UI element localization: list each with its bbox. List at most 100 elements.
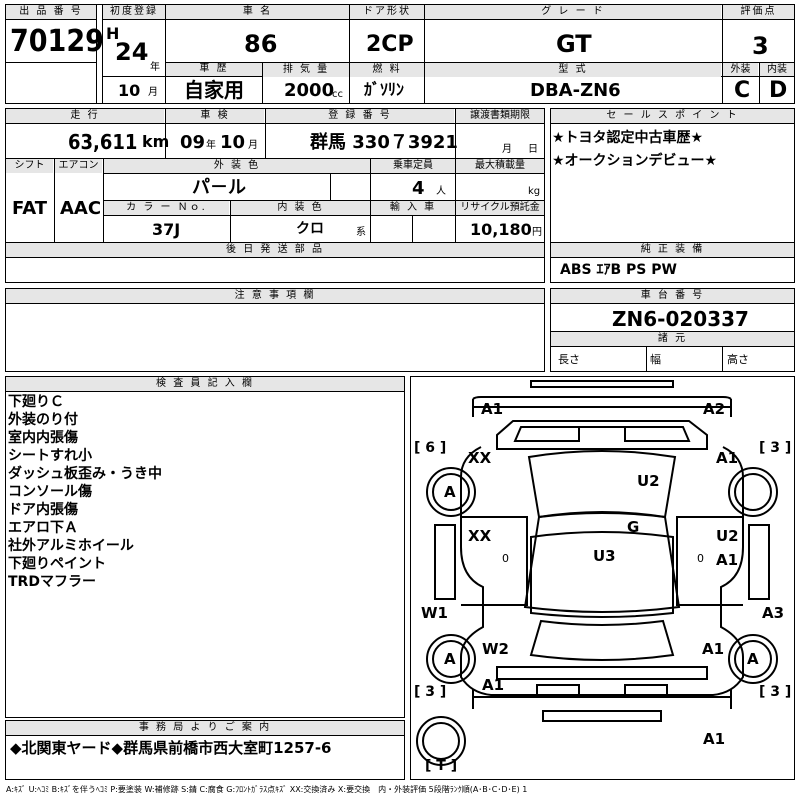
inspection-year-unit: 年 bbox=[206, 140, 216, 151]
note-line: シートすれ小 bbox=[8, 448, 92, 464]
damage-diagram: A1 A2 [ 6 ] [ 3 ] XX A1 A U2 G XX U2 A1 … bbox=[410, 376, 795, 780]
mark-fender-right: A1 bbox=[716, 449, 739, 467]
note-line: コンソール傷 bbox=[8, 484, 92, 500]
mark-roof: U3 bbox=[593, 547, 616, 565]
first-reg-label: 初度登録 bbox=[103, 5, 165, 19]
mark-quarter-right: A1 bbox=[702, 640, 725, 658]
recycle-unit: 円 bbox=[532, 227, 542, 238]
max-load-unit: kg bbox=[528, 186, 541, 197]
car-name-label: 車 名 bbox=[166, 5, 349, 19]
office-text: ◆北関東ヤード◆群馬県前橋市西大室町1257-6 bbox=[10, 739, 332, 757]
fuel-value: ｶﾞｿﾘﾝ bbox=[364, 80, 405, 99]
width-label: 幅 bbox=[650, 353, 661, 366]
max-load-label: 最大積載量 bbox=[456, 159, 544, 173]
color-value: パ－ル bbox=[192, 177, 246, 198]
mark-wheel-rl: A bbox=[444, 650, 456, 668]
import-label: 輸 入 車 bbox=[371, 201, 455, 215]
grade-label: グ レ ー ド bbox=[425, 5, 721, 19]
inspector-section bbox=[5, 376, 405, 718]
mark-door-right-1: U2 bbox=[716, 527, 739, 545]
capacity-value: 4 bbox=[412, 178, 425, 199]
history-label: 車 歴 bbox=[166, 62, 262, 76]
note-line: 下廻りペイント bbox=[8, 556, 106, 572]
interior-color-value: クロ bbox=[296, 221, 324, 237]
capacity-label: 乗車定員 bbox=[371, 159, 455, 173]
caution-label: 注 意 事 項 欄 bbox=[6, 289, 544, 303]
length-label: 長さ bbox=[558, 353, 580, 366]
lot-number: 70129 bbox=[10, 24, 104, 59]
transfer-month-unit: 月 bbox=[502, 144, 512, 155]
note-line: 室内内張傷 bbox=[8, 430, 78, 446]
note-line: 外装のり付 bbox=[8, 412, 78, 428]
mark-quarter-left-2: A1 bbox=[482, 676, 505, 694]
era-letter: H bbox=[106, 24, 120, 43]
header-section bbox=[5, 4, 795, 104]
exterior-grade: C bbox=[734, 78, 751, 103]
note-line: 下廻りＣ bbox=[8, 394, 64, 410]
color-no-value: 37J bbox=[152, 220, 181, 239]
color-label: 外 装 色 bbox=[104, 159, 370, 173]
mark-front-right: A2 bbox=[703, 400, 726, 418]
mark-rocker-left: W1 bbox=[421, 604, 448, 622]
exterior-label: 外装 bbox=[723, 63, 758, 77]
sales-line-1: ★トヨタ認定中古車歴★ bbox=[552, 130, 704, 146]
equipment-value: ABS ｴｱB PS PW bbox=[560, 262, 677, 278]
fuel-label: 燃 料 bbox=[350, 63, 424, 77]
later-parts-label: 後 日 発 送 部 品 bbox=[6, 243, 544, 257]
transfer-label: 譲渡書類期限 bbox=[456, 109, 544, 123]
mileage-label: 走 行 bbox=[6, 109, 164, 123]
mark-hood: U2 bbox=[637, 472, 660, 490]
inspection-year: 09 bbox=[180, 132, 206, 153]
inspector-notes: 下廻りＣ 外装のり付 室内内張傷 シートすれ小 ダッシュ板歪み・うき中 コンソー… bbox=[8, 393, 162, 591]
chassis-number: ZN6-020337 bbox=[612, 307, 749, 331]
mark-windshield: G bbox=[627, 518, 640, 536]
mark-sill-right: 0 bbox=[697, 552, 704, 565]
mark-tire-rl: [ 3 ] bbox=[414, 684, 447, 700]
shift-value: FAT bbox=[12, 198, 48, 219]
plate-value: 群馬 330７3921 bbox=[310, 132, 458, 153]
inspection-month-unit: 月 bbox=[248, 140, 258, 151]
inspector-label: 検 査 員 記 入 欄 bbox=[6, 377, 404, 391]
recycle-value: 10,180 bbox=[470, 220, 532, 239]
interior-color-unit: 系 bbox=[356, 227, 366, 238]
score-label: 評価点 bbox=[723, 5, 794, 19]
mark-tire-fr: [ 3 ] bbox=[759, 440, 792, 456]
chassis-label: 車 台 番 号 bbox=[551, 289, 794, 303]
transfer-day-unit: 日 bbox=[528, 144, 538, 155]
month-unit: 月 bbox=[148, 87, 158, 98]
model-label: 型 式 bbox=[425, 63, 721, 77]
mark-tire-rr: [ 3 ] bbox=[759, 684, 792, 700]
note-line: TRDマフラー bbox=[8, 574, 96, 590]
displacement-unit: cc bbox=[332, 89, 343, 100]
mark-rocker-right: A3 bbox=[762, 604, 785, 622]
height-label: 高さ bbox=[727, 353, 749, 366]
mark-spare-tire: [ T ] bbox=[425, 758, 458, 774]
mileage-value: 63,611 bbox=[68, 130, 138, 154]
note-line: エアロ下Ａ bbox=[8, 520, 78, 536]
inspection-label: 車 検 bbox=[166, 109, 264, 123]
grade-value: GT bbox=[556, 30, 592, 58]
note-line: 社外アルミホイール bbox=[8, 538, 134, 554]
note-line: ドア内張傷 bbox=[8, 502, 78, 518]
mark-wheel-fl: A bbox=[444, 483, 456, 501]
inspection-month: 10 bbox=[220, 132, 246, 153]
displacement-label: 排 気 量 bbox=[263, 63, 349, 77]
first-reg-year: 24 bbox=[115, 38, 149, 66]
mark-door-right-2: A1 bbox=[716, 551, 739, 569]
interior-label: 内装 bbox=[760, 63, 794, 77]
damage-legend: A:ｷｽﾞ U:ﾍｺﾐ B:ｷｽﾞを伴うﾍｺﾐ P:要塗装 W:補修跡 S:錆 … bbox=[6, 785, 528, 794]
car-outline-diagram bbox=[416, 380, 778, 766]
lot-label: 出 品 番 号 bbox=[6, 5, 96, 19]
mark-front-left: A1 bbox=[481, 400, 504, 418]
displacement-value: 2000 bbox=[284, 80, 335, 101]
color-no-label: カ ラ ー Ｎｏ. bbox=[104, 201, 229, 215]
mark-quarter-left: W2 bbox=[482, 640, 509, 658]
equipment-label: 純 正 装 備 bbox=[551, 243, 794, 257]
office-label: 事 務 局 よ り ご 案 内 bbox=[6, 721, 404, 735]
specs-label: 諸 元 bbox=[551, 332, 794, 346]
capacity-unit: 人 bbox=[436, 186, 446, 197]
mark-sill-left: 0 bbox=[502, 552, 509, 565]
mark-fender-left: XX bbox=[468, 449, 492, 467]
score-value: 3 bbox=[752, 32, 769, 60]
ac-label: エアコン bbox=[55, 159, 102, 173]
